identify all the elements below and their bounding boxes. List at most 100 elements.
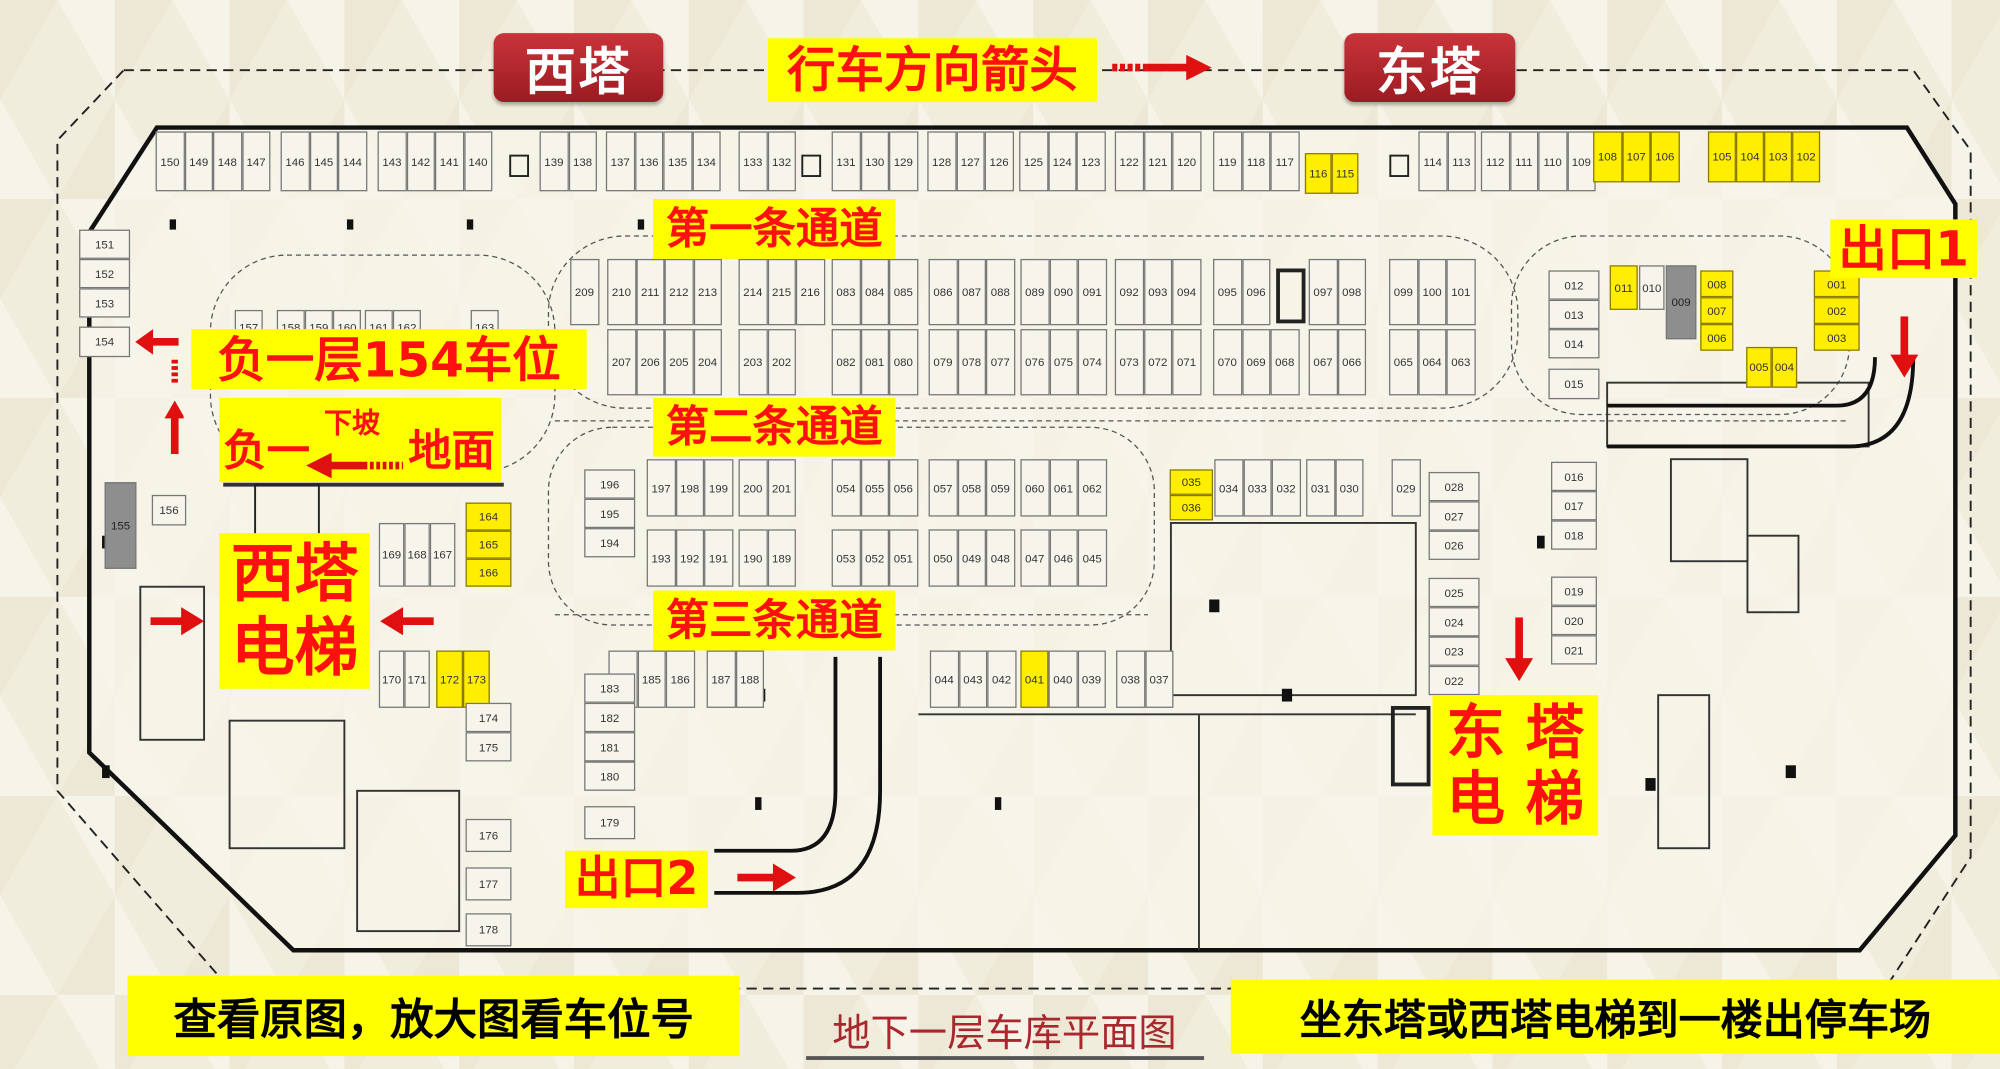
lane-3-label: 第三条通道	[653, 590, 896, 651]
parking-spot-126: 126	[984, 131, 1014, 192]
parking-spot-045: 045	[1077, 529, 1107, 587]
parking-spot-120: 120	[1172, 131, 1201, 192]
parking-spot-107: 107	[1621, 131, 1651, 183]
parking-spot-200: 200	[738, 459, 768, 517]
parking-spot-203: 203	[738, 329, 768, 396]
parking-spot-134: 134	[691, 131, 721, 192]
spot-154-arrow-icon	[135, 329, 184, 455]
ramp-callout: 负一 下坡 地面	[219, 397, 502, 483]
parking-spot-125: 125	[1019, 131, 1048, 192]
parking-spot-078: 078	[957, 329, 986, 396]
west-elevator-line1: 西塔	[230, 536, 359, 611]
parking-spot-055: 055	[860, 459, 890, 517]
parking-spot-084: 084	[860, 258, 890, 326]
parking-spot-062: 062	[1077, 459, 1107, 517]
parking-spot-139: 139	[539, 131, 569, 192]
parking-spot-053: 053	[831, 529, 861, 587]
parking-spot-022: 022	[1428, 665, 1480, 696]
parking-spot-178: 178	[465, 913, 512, 947]
parking-spot-128: 128	[927, 131, 956, 192]
parking-spot-032: 032	[1271, 459, 1301, 517]
parking-spot-149: 149	[184, 131, 214, 192]
parking-spot-153: 153	[79, 288, 131, 318]
parking-spot-106: 106	[1650, 131, 1680, 183]
parking-spot-043: 043	[958, 650, 988, 708]
parking-spot-191: 191	[704, 529, 733, 587]
parking-spot-127: 127	[955, 131, 985, 192]
parking-spot-140: 140	[463, 131, 493, 192]
parking-spot-207: 207	[607, 329, 636, 396]
parking-spot-175: 175	[465, 732, 512, 762]
parking-spot-121: 121	[1143, 131, 1173, 192]
parking-spot-057: 057	[928, 459, 958, 517]
parking-spot-143: 143	[377, 131, 407, 192]
parking-spot-059: 059	[985, 459, 1015, 517]
parking-spot-211: 211	[635, 258, 665, 326]
title-underline	[806, 1056, 1205, 1060]
parking-spot-112: 112	[1480, 131, 1510, 192]
parking-spot-007: 007	[1700, 297, 1734, 324]
parking-spot-080: 080	[889, 329, 918, 396]
parking-spot-065: 065	[1389, 329, 1418, 396]
parking-spot-014: 014	[1548, 329, 1600, 359]
exit-1-label: 出口1	[1830, 219, 1978, 279]
parking-spot-150: 150	[155, 131, 185, 192]
direction-arrow-icon	[1112, 54, 1212, 81]
parking-spot-116: 116	[1304, 153, 1332, 194]
parking-spot-172: 172	[436, 650, 464, 708]
parking-spot-002: 002	[1813, 297, 1860, 324]
parking-spot-155: 155	[104, 482, 137, 569]
parking-spot-074: 074	[1077, 329, 1107, 396]
spot-154-callout: 负一层154车位	[191, 329, 587, 390]
direction-legend-label: 行车方向箭头	[767, 38, 1097, 103]
parking-spot-024: 024	[1428, 607, 1480, 637]
ramp-down-label: 下坡	[323, 408, 381, 441]
parking-spot-156: 156	[151, 494, 187, 526]
parking-spot-171: 171	[404, 650, 430, 708]
parking-spot-109: 109	[1566, 131, 1596, 192]
parking-spot-166: 166	[465, 558, 512, 587]
parking-spot-070: 070	[1213, 329, 1242, 396]
parking-spot-173: 173	[463, 650, 490, 708]
interior-walls	[139, 381, 1870, 951]
parking-spot-186: 186	[665, 650, 695, 708]
parking-spot-079: 079	[928, 329, 958, 396]
parking-spot-046: 046	[1049, 529, 1078, 587]
parking-spot-054: 054	[831, 459, 861, 517]
parking-spot-154: 154	[79, 326, 131, 358]
parking-spot-183: 183	[584, 673, 636, 703]
parking-spot-138: 138	[568, 131, 597, 192]
parking-spot-009: 009	[1665, 265, 1697, 340]
parking-spot-197: 197	[646, 459, 676, 517]
west-tower-badge: 西塔	[493, 33, 664, 102]
parking-spot-202: 202	[767, 329, 796, 396]
parking-spot-145: 145	[309, 131, 339, 192]
parking-spot-097: 097	[1308, 258, 1338, 326]
parking-spot-040: 040	[1048, 650, 1078, 708]
parking-spot-118: 118	[1241, 131, 1271, 192]
parking-spot-019: 019	[1551, 576, 1597, 606]
parking-spot-151: 151	[79, 229, 131, 259]
west-elevator-callout: 西塔 电梯	[219, 533, 370, 689]
parking-spot-015: 015	[1548, 368, 1600, 400]
floor-plan-title: 地下一层车库平面图	[832, 1011, 1177, 1057]
parking-spot-082: 082	[831, 329, 861, 396]
parking-spot-068: 068	[1270, 329, 1300, 396]
parking-spot-004: 004	[1771, 346, 1798, 388]
parking-spot-049: 049	[957, 529, 986, 587]
parking-spot-181: 181	[584, 732, 636, 762]
parking-spot-192: 192	[675, 529, 705, 587]
parking-spot-028: 028	[1428, 471, 1480, 502]
parking-spot-016: 016	[1551, 461, 1597, 492]
parking-spot-064: 064	[1417, 329, 1447, 396]
ramp-left-arrow-icon	[306, 452, 404, 479]
parking-spot-018: 018	[1551, 520, 1597, 550]
parking-spot-189: 189	[767, 529, 796, 587]
parking-spot-087: 087	[957, 258, 986, 326]
parking-spot-190: 190	[738, 529, 768, 587]
parking-spot-141: 141	[434, 131, 464, 192]
parking-spot-213: 213	[693, 258, 722, 326]
parking-spot-147: 147	[241, 131, 271, 192]
parking-spot-063: 063	[1446, 329, 1476, 396]
